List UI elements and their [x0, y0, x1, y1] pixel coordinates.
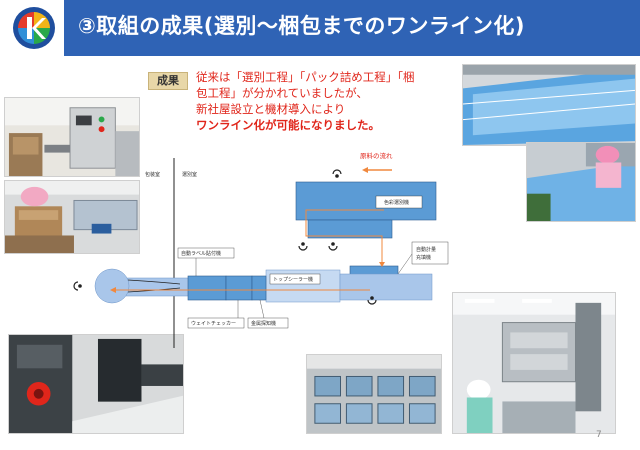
photo-label-machine [8, 334, 184, 434]
worker-position-icon [332, 169, 342, 178]
result-line-3: 新社屋設立と機材導入により [196, 102, 346, 116]
label-right-room: 選別室 [182, 171, 197, 178]
leader-metal-detector [259, 299, 265, 319]
machine-weight-checker [225, 275, 253, 301]
flow-arrow-head-icon [362, 167, 368, 173]
label-color-sorter: 色彩選別機 [384, 199, 409, 206]
photo-sorting-conveyor [462, 64, 636, 146]
machine-metal-detector [251, 275, 267, 301]
result-line-4: ワンライン化が可能になりました。 [196, 117, 452, 133]
label-box-label-applicator [177, 247, 235, 259]
worker-position-icon [298, 242, 308, 251]
label-material-flow: 原料の流れ [360, 151, 393, 160]
photo-weigher-machine [452, 292, 616, 434]
flow-arrow-left-icon [110, 287, 116, 293]
photo-worker-sorting [526, 142, 636, 222]
photo-packing-line [4, 97, 140, 177]
label-auto-weigher-1: 自動計量 [416, 246, 436, 253]
label-label-applicator: 自動ラベル貼付機 [181, 250, 221, 257]
result-tag: 成果 [148, 72, 188, 90]
page-number: 7 [596, 430, 602, 440]
photo-workers-packing [4, 180, 140, 254]
photo-tray-sealer [306, 354, 442, 434]
page-title: ③取組の成果(選別～梱包までのワンライン化) [78, 14, 525, 38]
machine-color-sorter-base [307, 219, 393, 239]
turntable-packing [94, 268, 130, 304]
conveyor-right [339, 273, 433, 301]
result-line-4-rest: になりました。 [299, 118, 381, 132]
label-metal-detector: 金属探知機 [251, 320, 276, 327]
label-auto-weigher-2: 充填機 [416, 254, 431, 261]
label-box-weight-checker [187, 317, 245, 329]
label-box-metal-detector [247, 317, 289, 329]
worker-position-icon [73, 281, 82, 291]
worker-position-icon [367, 296, 377, 305]
result-description: 従来は「選別工程」「パック詰め工程」「梱 包工程」が分かれていましたが、 新社屋… [196, 69, 452, 133]
machine-label-applicator [187, 275, 227, 301]
label-box-auto-weigher [411, 241, 449, 265]
company-logo-icon [12, 6, 56, 50]
label-top-sealer: トップシーラー機 [273, 276, 313, 283]
result-highlight: ワンライン化が可能 [196, 118, 300, 132]
leader-auto-weigher [397, 253, 413, 275]
process-flow-diagram: 包装室 選別室 原料の流れ 色彩選別機 自動計量 充填機 トップシーラー機 自動… [70, 150, 450, 350]
flow-arrow-down-icon [379, 262, 385, 267]
label-box-color-sorter [375, 195, 423, 209]
header-bar [64, 0, 640, 56]
label-left-room: 包装室 [145, 171, 160, 178]
label-weight-checker: ウェイトチェッカー [191, 320, 236, 327]
slide-header: ③取組の成果(選別～梱包までのワンライン化) [0, 0, 640, 56]
result-line-2: 包工程」が分かれていましたが、 [196, 86, 368, 100]
guide-rail-top [127, 279, 181, 285]
flow-path-sorter [305, 209, 384, 262]
label-box-top-sealer [269, 273, 321, 285]
worker-position-icon [328, 242, 338, 251]
result-line-1: 従来は「選別工程」「パック詰め工程」「梱 [196, 70, 415, 84]
